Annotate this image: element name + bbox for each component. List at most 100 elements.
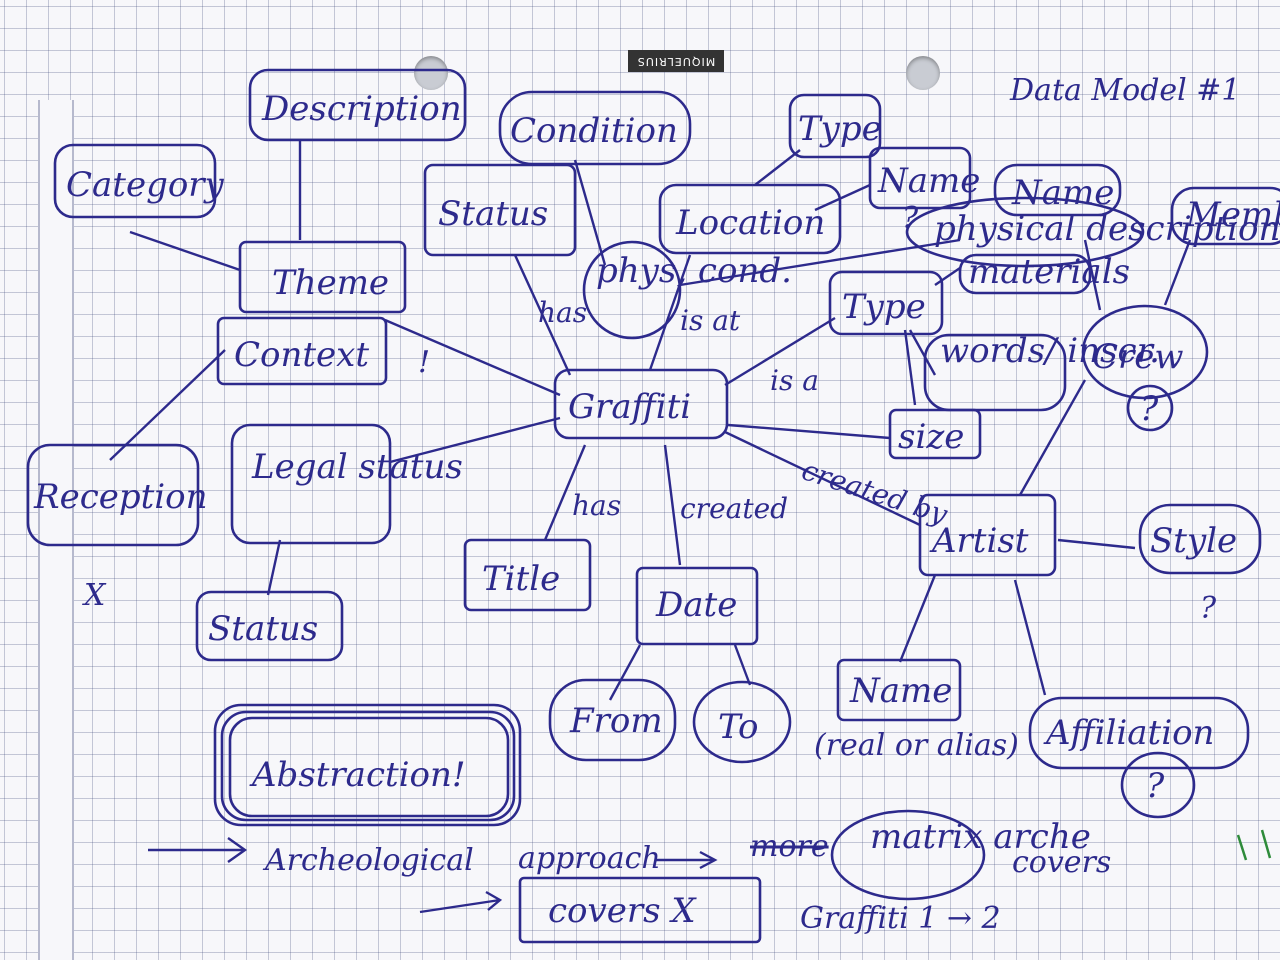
edge-condition-physcond — [573, 159, 607, 266]
page-margin — [38, 100, 74, 960]
theme-node: Theme — [238, 240, 407, 314]
edge-graffiti-size — [727, 423, 891, 440]
covers-box-label: covers X — [548, 891, 697, 931]
type-label: Type — [842, 287, 926, 327]
to-label: To — [718, 707, 759, 747]
edges — [109, 140, 1192, 701]
description-node: Description — [248, 68, 467, 142]
arrow-covers-head — [485, 890, 503, 911]
edge-label-created: created — [680, 492, 788, 525]
edge-reception-context — [109, 349, 226, 461]
crew-node: Crew — [1081, 304, 1209, 400]
edge-label-created-by: created by — [798, 453, 953, 531]
edge-graffiti-title — [543, 444, 587, 541]
graffiti-1-2-note: Graffiti 1 → 2 — [800, 901, 1001, 936]
context-label: Context — [234, 335, 369, 375]
location-name-node: Name — [868, 146, 980, 210]
edge-location-name — [814, 183, 871, 212]
location-type-node: Type — [788, 93, 882, 159]
title-node-label: Title — [482, 559, 560, 599]
crew-question: ? — [1140, 389, 1159, 429]
abstraction-label: Abstraction! — [249, 755, 466, 795]
edge-artist-affiliation — [1013, 579, 1047, 696]
member-node: Member — [1170, 186, 1280, 246]
condition-node: Condition — [498, 90, 692, 166]
member-label: Member — [1185, 195, 1280, 235]
artist-label: Artist — [929, 521, 1029, 561]
graffiti-label: Graffiti — [568, 387, 691, 427]
exclamation-mark: ! — [418, 345, 430, 380]
type-node: Type — [828, 270, 944, 336]
affiliation-question: ? — [1146, 766, 1165, 806]
status-label: Status — [438, 194, 548, 234]
edge-type-size — [903, 329, 917, 406]
more-note: more — [750, 829, 829, 864]
matrix-arche-label: matrix arche — [870, 817, 1091, 857]
legal-status-status-label: Status — [208, 609, 318, 649]
description-label: Description — [261, 89, 462, 129]
style-question: ? — [1200, 591, 1217, 626]
abstraction-node: Abstraction! — [213, 703, 522, 827]
edge-label-has: has — [538, 296, 587, 329]
title-node: Title — [463, 538, 592, 612]
arrow-covers — [419, 898, 501, 914]
physical-description-node: physical description — [905, 196, 1280, 268]
approach-note: approach — [518, 841, 661, 876]
to-node: To — [692, 680, 792, 764]
edge-date-from — [608, 644, 642, 701]
phys-cond-label: phys, cond. — [596, 251, 792, 291]
edge-legal-status — [266, 539, 282, 596]
edge-type-materials — [934, 267, 961, 286]
artist-name-label: Name — [849, 671, 952, 711]
style-node: Style — [1138, 503, 1262, 575]
edge-label-is-a: is a — [770, 364, 819, 397]
category-node: Category — [53, 143, 225, 219]
affiliation-question-node: ? — [1120, 751, 1196, 819]
physical-description-label: physical description — [934, 209, 1280, 249]
words-inscr-label: words/ inscr. — [940, 331, 1160, 371]
location-name-question: ? — [902, 201, 919, 236]
edge-label-has-title: has — [572, 489, 621, 522]
category-label: Category — [66, 165, 225, 205]
edge-artist-style — [1057, 538, 1136, 550]
graffiti-node: Graffiti — [553, 368, 729, 440]
edge-type-words — [908, 329, 937, 376]
affiliation-node: Affiliation — [1028, 696, 1250, 770]
date-label: Date — [655, 585, 737, 625]
edge-context-graffiti — [384, 318, 561, 397]
name-top-node: Name — [993, 163, 1122, 217]
affiliation-label: Affiliation — [1043, 713, 1214, 753]
edge-location-graffiti — [648, 254, 692, 371]
location-name-label: Name — [877, 161, 980, 201]
artist-name-node: Name — [836, 658, 962, 722]
edge-graffiti-type — [724, 316, 836, 387]
words-inscr-node: words/ inscr. — [923, 331, 1160, 412]
location-node: Location — [658, 183, 842, 255]
size-label: size — [898, 417, 964, 457]
page-title: Data Model #1 — [1009, 73, 1241, 108]
edge-legal-graffiti — [389, 416, 561, 464]
edge-date-to — [733, 644, 752, 686]
reception-label: Reception — [33, 477, 208, 517]
location-label: Location — [675, 203, 825, 243]
matrix-arche-node: matrix arche — [830, 809, 1091, 901]
edge-physcond-physdesc — [679, 238, 961, 287]
crew-label: Crew — [1092, 337, 1184, 377]
edge-artist-crew — [1018, 379, 1087, 496]
materials-label: materials — [968, 252, 1130, 292]
edge-crew-name — [1083, 239, 1102, 311]
context-node: Context — [216, 316, 388, 386]
binder-hole — [906, 56, 940, 90]
edge-label-is-at: is at — [680, 304, 741, 337]
legal-status-node: Legal status — [230, 423, 463, 545]
location-type-label: Type — [798, 109, 882, 149]
covers-box-node: covers X — [518, 876, 762, 944]
edge-graffiti-artist — [724, 430, 921, 527]
edge-crew-member — [1163, 239, 1192, 306]
edge-graffiti-date — [663, 444, 682, 566]
legal-status-status-node: Status — [195, 590, 344, 662]
arrow-approach-head — [699, 850, 718, 870]
edge-artist-name — [898, 574, 937, 663]
